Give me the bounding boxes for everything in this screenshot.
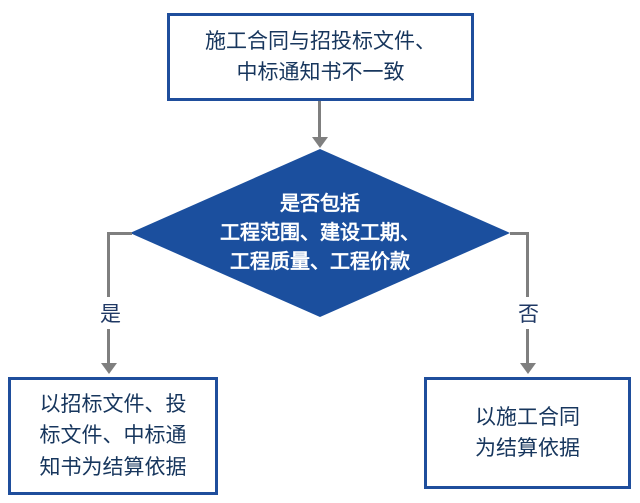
connector-top-line (318, 101, 321, 139)
connector-left-arrowhead-icon (101, 363, 117, 374)
connector-right-arrowhead-icon (520, 363, 536, 374)
connector-top-arrowhead-icon (312, 137, 328, 148)
branch-label-yes: 是 (97, 297, 124, 329)
node-bid-documents-basis: 以招标文件、投 标文件、中标通 知书为结算依据 (8, 377, 218, 495)
connector-left-horizontal (107, 232, 132, 235)
node-bid-documents-basis-label: 以招标文件、投 标文件、中标通 知书为结算依据 (39, 392, 187, 479)
node-construction-contract-basis-label: 以施工合同 为结算依据 (475, 405, 580, 461)
connector-right-horizontal (510, 232, 529, 235)
node-construction-contract-basis: 以施工合同 为结算依据 (424, 377, 631, 489)
decision-diamond: 是否包括 工程范围、建设工期、 工程质量、工程价款 (130, 149, 510, 317)
branch-label-no: 否 (515, 297, 542, 329)
node-contract-mismatch-label: 施工合同与招投标文件、 中标通知书不一致 (205, 29, 436, 85)
node-contract-mismatch: 施工合同与招投标文件、 中标通知书不一致 (167, 13, 474, 101)
decision-diamond-label: 是否包括 工程范围、建设工期、 工程质量、工程价款 (220, 192, 420, 273)
